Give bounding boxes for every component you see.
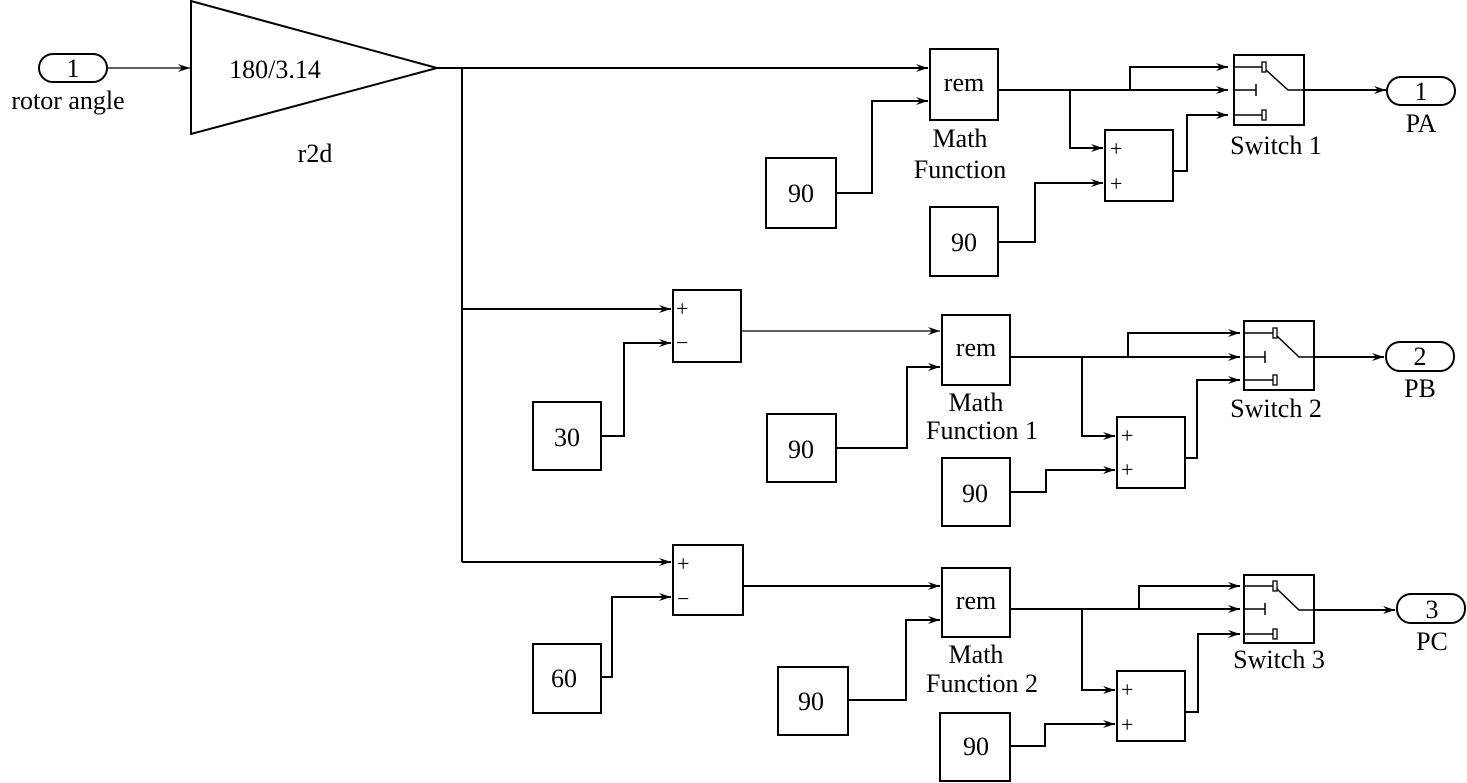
- sum-sign-1: +: [677, 551, 689, 576]
- outport-label: PC: [1416, 627, 1448, 656]
- math-function-op: rem: [944, 68, 984, 97]
- math-function-label-line2: Function: [914, 155, 1006, 184]
- math-function-label-line2: Function 1: [926, 416, 1038, 445]
- constant-value: 90: [951, 228, 977, 257]
- outport-number: 1: [1415, 77, 1428, 106]
- wire-sum-to-switch-lower: [1173, 111, 1228, 172]
- switch-label: Switch 2: [1230, 394, 1322, 423]
- gain-label: r2d: [298, 139, 333, 168]
- constant-block-sum-3[interactable]: 90: [939, 712, 1011, 782]
- math-function-label-line1: Math: [949, 640, 1004, 669]
- sum-sign-2: +: [1110, 171, 1122, 196]
- constant-value: 90: [963, 732, 989, 761]
- sum-sign-1: +: [1110, 136, 1122, 161]
- wire-math2-to-sum: [1081, 609, 1115, 694]
- math-function-op: rem: [956, 586, 996, 615]
- math-function-label-line1: Math: [949, 388, 1004, 417]
- inport-number: 1: [67, 54, 80, 83]
- inport-label: rotor angle: [11, 86, 124, 115]
- wire-math-to-switch-upper: [1129, 63, 1228, 90]
- constant-block-offset-60[interactable]: 60: [532, 643, 602, 714]
- math-function-label-line2: Function 2: [926, 669, 1038, 698]
- sum-sign-2: +: [1121, 712, 1133, 737]
- wire-const-to-sum-3: [1010, 720, 1115, 747]
- wire-math-to-sum: [1069, 90, 1103, 152]
- constant-block-sum-2[interactable]: 90: [941, 457, 1011, 527]
- wire-math2-to-switch-upper: [1138, 582, 1240, 609]
- wire-const30-to-sum: [601, 339, 671, 437]
- wire-const-to-math-function-1: [836, 363, 940, 449]
- math-function-block[interactable]: rem: [929, 48, 999, 121]
- math-function-2-block[interactable]: rem: [941, 567, 1011, 638]
- constant-block-divisor-1[interactable]: 90: [765, 157, 837, 229]
- sum-block-3[interactable]: + +: [1116, 670, 1186, 742]
- offset-sum-block-2[interactable]: + −: [672, 544, 744, 616]
- outport-number: 3: [1426, 595, 1439, 624]
- switch-block-2[interactable]: [1243, 320, 1315, 391]
- sum-sign-2: −: [677, 586, 689, 611]
- constant-value: 90: [798, 687, 824, 716]
- sum-sign-1: +: [1121, 677, 1133, 702]
- math-function-1-block[interactable]: rem: [941, 314, 1011, 386]
- wire-math1-to-sum: [1081, 357, 1115, 440]
- wire-const-to-sum-2: [1010, 466, 1115, 493]
- constant-block-sum-1[interactable]: 90: [929, 206, 999, 277]
- gain-value: 180/3.14: [229, 55, 321, 84]
- math-function-label-line1: Math: [933, 124, 988, 153]
- constant-value: 60: [551, 664, 577, 693]
- outport-pb[interactable]: 2: [1385, 341, 1455, 372]
- outport-label: PB: [1404, 374, 1436, 403]
- gain-block-r2d[interactable]: 180/3.14: [190, 0, 441, 136]
- math-function-op: rem: [956, 333, 996, 362]
- wire-const-to-sum: [998, 179, 1103, 243]
- switch-block-3[interactable]: [1243, 574, 1315, 644]
- sum-sign-1: +: [676, 296, 688, 321]
- sum-block-1[interactable]: + +: [1104, 129, 1174, 202]
- constant-value: 30: [554, 423, 580, 452]
- constant-value: 90: [788, 179, 814, 208]
- constant-value: 90: [788, 435, 814, 464]
- inport-rotor-angle[interactable]: 1: [38, 53, 108, 83]
- switch-label: Switch 3: [1233, 645, 1325, 674]
- sum-sign-2: +: [1121, 457, 1133, 482]
- wire-math1-to-switch-upper: [1127, 329, 1240, 357]
- wire-sum3-to-switch-lower: [1185, 630, 1240, 713]
- outport-pc[interactable]: 3: [1396, 593, 1466, 624]
- sum-block-2[interactable]: + +: [1116, 416, 1186, 489]
- sum-sign-1: +: [1121, 423, 1133, 448]
- wire-const60-to-sum: [601, 593, 671, 678]
- constant-block-offset-30[interactable]: 30: [532, 401, 602, 471]
- wire-const-to-math-function-2: [848, 616, 940, 701]
- constant-block-divisor-2[interactable]: 90: [766, 413, 837, 483]
- outport-pa[interactable]: 1: [1386, 76, 1456, 106]
- offset-sum-block-1[interactable]: + −: [672, 289, 742, 363]
- outport-label: PA: [1406, 109, 1437, 138]
- constant-block-divisor-3[interactable]: 90: [777, 666, 849, 736]
- wire-const-to-math-function: [836, 97, 928, 194]
- switch-label: Switch 1: [1230, 131, 1322, 160]
- sum-sign-2: −: [676, 330, 688, 355]
- outport-number: 2: [1414, 342, 1427, 371]
- wire-sum2-to-switch-lower: [1185, 376, 1240, 459]
- constant-value: 90: [962, 479, 988, 508]
- switch-block-1[interactable]: [1233, 54, 1305, 126]
